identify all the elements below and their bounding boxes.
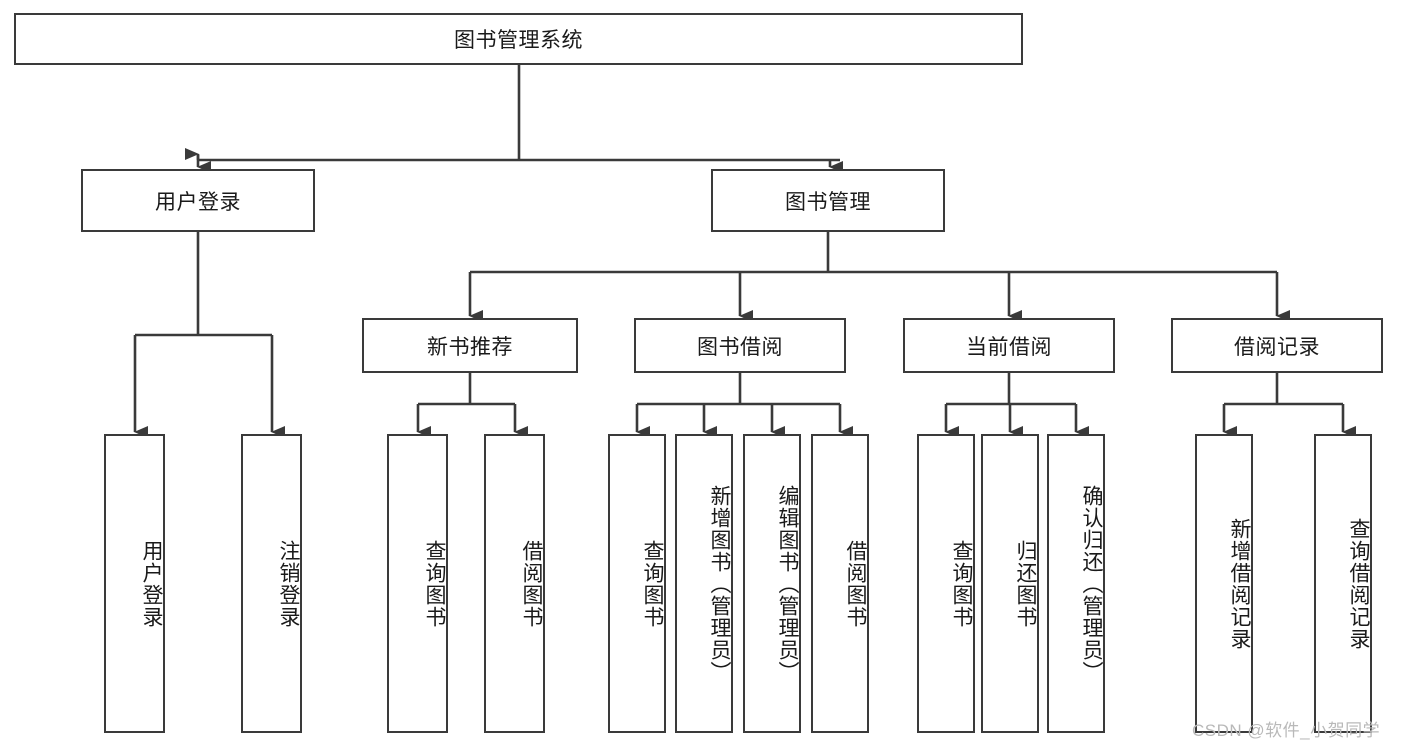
leaf-add-book-admin[interactable]: 新增图书（管理员） [675,434,733,733]
leaf-query-borrow-record[interactable]: 查询借阅记录 [1314,434,1372,733]
node-book-manage[interactable]: 图书管理 [711,169,945,232]
leaf-return-book[interactable]: 归还图书 [981,434,1039,733]
leaf-user-login[interactable]: 用户登录 [104,434,165,733]
leaf-borrow-book-recommend[interactable]: 借阅图书 [484,434,545,733]
leaf-add-borrow-record[interactable]: 新增借阅记录 [1195,434,1253,733]
leaf-query-book-borrow[interactable]: 查询图书 [608,434,666,733]
node-borrow-record[interactable]: 借阅记录 [1171,318,1383,373]
node-user-login[interactable]: 用户登录 [81,169,315,232]
edge-borrow-record-to-leaves [1222,373,1356,438]
edge-book-borrow-to-leaves [635,373,853,438]
csdn-watermark: CSDN @软件_小贺同学 [1192,721,1381,740]
edge-current-borrow-to-leaves [944,373,1089,438]
node-new-book-recommend[interactable]: 新书推荐 [362,318,578,373]
leaf-query-book-recommend[interactable]: 查询图书 [387,434,448,733]
edge-root-to-level2 [185,65,840,162]
leaf-borrow-book[interactable]: 借阅图书 [811,434,869,733]
edge-user-login-to-leaves [133,232,285,438]
leaf-confirm-return-admin[interactable]: 确认归还（管理员） [1047,434,1105,733]
node-current-borrow[interactable]: 当前借阅 [903,318,1115,373]
leaf-logout-login[interactable]: 注销登录 [241,434,302,733]
node-root[interactable]: 图书管理系统 [14,13,1023,65]
edge-book-manage-to-level3 [468,232,1290,322]
node-book-borrow[interactable]: 图书借阅 [634,318,846,373]
leaf-query-book-current[interactable]: 查询图书 [917,434,975,733]
leaf-edit-book-admin[interactable]: 编辑图书（管理员） [743,434,801,733]
edge-new-book-to-leaves [416,373,528,438]
